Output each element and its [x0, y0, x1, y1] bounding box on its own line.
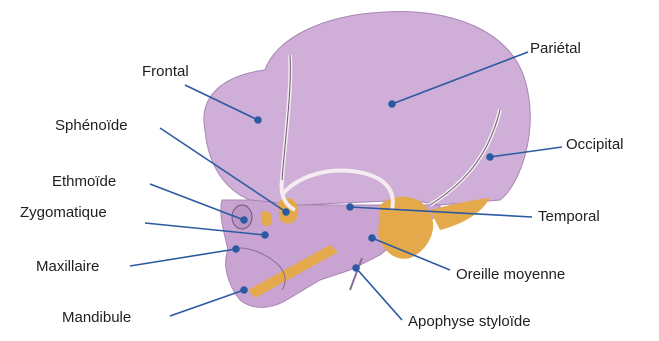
- label-oreille-moyenne: Oreille moyenne: [456, 266, 565, 284]
- leader-maxillaire: [130, 249, 236, 266]
- leader-occipital-dot: [487, 154, 493, 160]
- label-occipital: Occipital: [566, 136, 624, 154]
- label-apophyse-styloide: Apophyse styloïde: [408, 313, 531, 331]
- leader-sphenoide-dot: [283, 209, 289, 215]
- leader-apophyse-styloide: [356, 268, 402, 320]
- label-temporal: Temporal: [538, 208, 600, 226]
- temporal-patch: [378, 197, 433, 259]
- leader-mandibule: [170, 290, 244, 316]
- label-mandibule: Mandibule: [62, 309, 131, 327]
- leader-zygomatique-dot: [262, 232, 268, 238]
- label-parietal: Pariétal: [530, 40, 581, 58]
- leader-temporal-dot: [347, 204, 353, 210]
- label-frontal: Frontal: [142, 63, 189, 81]
- leader-ethmoide-dot: [241, 217, 247, 223]
- leader-mandibule-dot: [241, 287, 247, 293]
- leader-apophyse-styloide-dot: [353, 265, 359, 271]
- leader-maxillaire-dot: [233, 246, 239, 252]
- leader-frontal-dot: [255, 117, 261, 123]
- leader-oreille-moyenne-dot: [369, 235, 375, 241]
- label-sphenoide: Sphénoïde: [55, 117, 128, 135]
- leader-parietal-dot: [389, 101, 395, 107]
- label-ethmoide: Ethmoïde: [52, 173, 116, 191]
- label-zygomatique: Zygomatique: [20, 204, 107, 222]
- label-maxillaire: Maxillaire: [36, 258, 99, 276]
